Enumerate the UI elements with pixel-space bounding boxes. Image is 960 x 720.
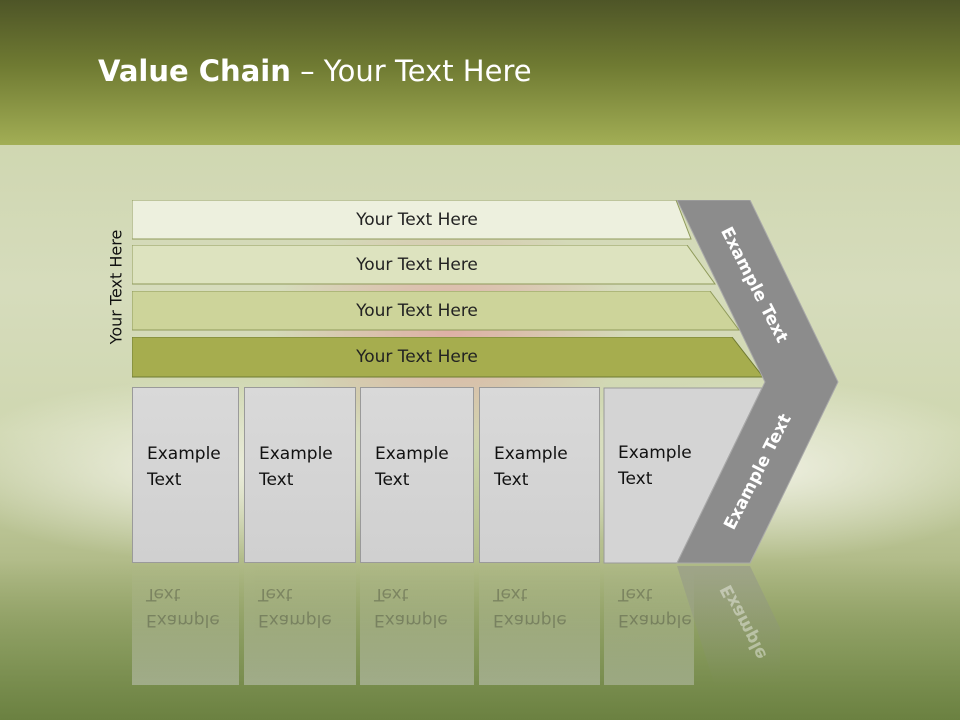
column-4: Example Text <box>479 387 600 563</box>
column-5-line2: Text <box>618 469 653 489</box>
row-3: Your Text Here <box>132 291 740 331</box>
row-2-label: Your Text Here <box>356 255 478 275</box>
column-1-reflection: Example Text <box>132 565 239 685</box>
row-3-shape <box>132 291 740 331</box>
chevron-reflection <box>677 566 780 686</box>
column-2-line2: Text <box>259 470 294 490</box>
row-3-label: Your Text Here <box>356 301 478 321</box>
title-rest: – Your Text Here <box>290 54 532 88</box>
side-label: Your Text Here <box>106 229 126 345</box>
title-bar: Value Chain – Your Text Here <box>0 0 960 145</box>
row-1-shape <box>132 200 692 240</box>
row-2: Your Text Here <box>132 245 716 285</box>
row-4: Your Text Here <box>132 337 764 378</box>
chevron-arrow <box>676 200 839 564</box>
column-1-reflection-line2: Text <box>146 584 181 604</box>
column-1-reflection-line1: Example <box>146 610 220 630</box>
title-bold: Value Chain <box>98 54 291 88</box>
row-2-shape <box>132 245 716 285</box>
column-3-line2: Text <box>375 470 410 490</box>
column-2-reflection-line1: Example <box>258 610 332 630</box>
column-1-line2: Text <box>147 470 182 490</box>
column-1: Example Text <box>132 387 239 563</box>
column-2-reflection: Example Text <box>244 565 356 685</box>
row-1: Your Text Here <box>132 200 692 240</box>
column-1-line1: Example <box>147 444 221 464</box>
column-3-line1: Example <box>375 444 449 464</box>
column-2-line1: Example <box>259 444 333 464</box>
column-4-reflection-line2: Text <box>493 584 528 604</box>
column-4-line1: Example <box>494 444 568 464</box>
row-1-label: Your Text Here <box>356 210 478 230</box>
column-3-reflection-line2: Text <box>374 584 409 604</box>
column-5: Example Text <box>604 387 692 492</box>
column-3-reflection: Example Text <box>360 565 474 685</box>
page-title: Value Chain – Your Text Here <box>98 54 532 88</box>
column-3-reflection-line1: Example <box>374 610 448 630</box>
row-4-label: Your Text Here <box>356 347 478 367</box>
column-3: Example Text <box>360 387 474 563</box>
column-2: Example Text <box>244 387 356 563</box>
column-2-reflection-line2: Text <box>258 584 293 604</box>
column-4-reflection: Example Text <box>479 565 600 685</box>
column-4-reflection-line1: Example <box>493 610 567 630</box>
column-4-line2: Text <box>494 470 529 490</box>
background-grass <box>0 560 960 720</box>
column-5-line1: Example <box>618 443 692 463</box>
